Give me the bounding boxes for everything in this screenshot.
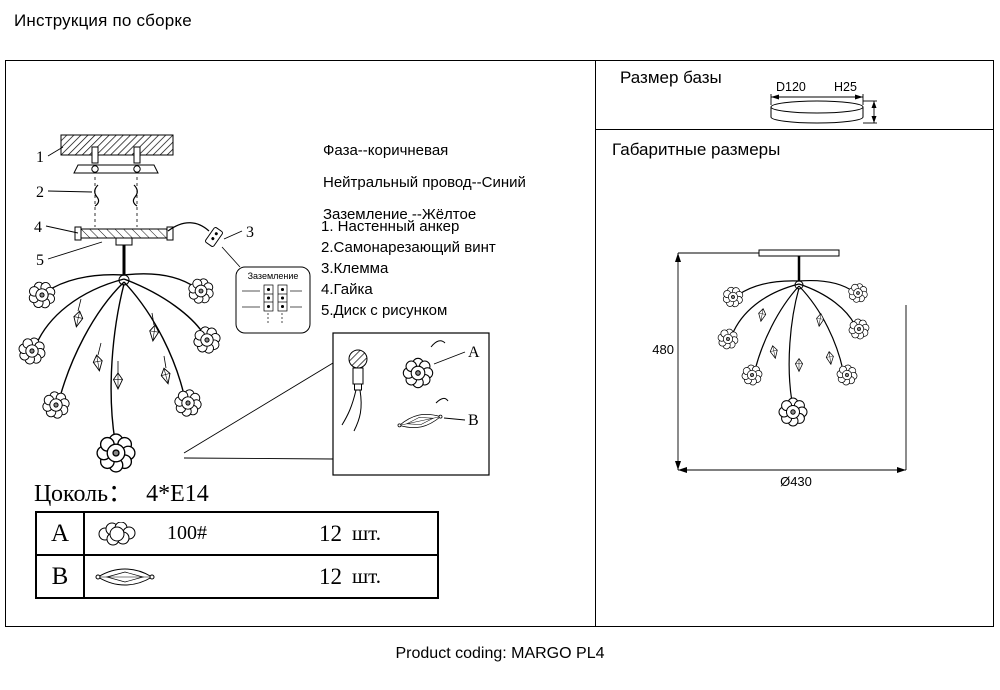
product-coding: Product coding: MARGO PL4 (395, 645, 605, 662)
row-b-letter: B (35, 554, 85, 599)
wiring-legend: Фаза--коричневая Нейтральный провод--Син… (323, 135, 526, 231)
ground-terminal-inset: Заземление (235, 266, 311, 334)
parts-list: 1. Настенный анкер 2.Самонарезающий винт… (321, 216, 496, 321)
overall-size-panel: Габаритные размеры 480 Ø430 (595, 129, 994, 627)
row-b-unit: шт. (352, 564, 382, 588)
parts-list-item-5: 5.Диск с рисунком (321, 302, 448, 319)
terminal-drawing (167, 222, 241, 268)
callout-leader-lines (45, 146, 243, 260)
overall-dimension-arrows (675, 253, 906, 473)
detail-inset: A B (183, 332, 490, 476)
callout-5: 5 (36, 252, 44, 269)
overall-dimension-lines (677, 252, 907, 471)
assembly-panel: 1 2 4 5 3 Заземление (5, 60, 598, 627)
parts-list-item-1: 1. Настенный анкер (321, 218, 460, 235)
flower-shade-icon (95, 521, 167, 546)
row-a-letter: A (35, 511, 85, 556)
callout-2: 2 (36, 184, 44, 201)
parts-list-item-3: 3.Клемма (321, 260, 389, 277)
overall-diameter-label: Ø430 (780, 474, 812, 489)
detail-label-a: A (468, 344, 480, 361)
table-row-b: B (35, 554, 439, 599)
base-size-panel: Размер базы D120 H25 (595, 60, 994, 132)
base-size-title: Размер базы (620, 68, 722, 87)
flower-shade-icon (402, 357, 434, 389)
ceiling-drawing (60, 134, 174, 174)
chandelier-overview-drawing (715, 249, 872, 427)
parts-table: A (35, 511, 439, 599)
socket-spec-label: Цоколь： (34, 481, 133, 507)
base-size-diagram: D120 H25 (770, 80, 877, 124)
base-height-label: H25 (834, 80, 857, 94)
socket-spec: Цоколь： 4*E14 (34, 473, 209, 508)
callout-3: 3 (246, 224, 254, 241)
socket-spec-value: 4*E14 (146, 481, 209, 507)
ground-inset-label: Заземление (248, 271, 299, 281)
canopy-drawing (74, 226, 174, 246)
callout-4: 4 (34, 219, 42, 236)
alignment-guides (94, 177, 138, 227)
callout-1: 1 (36, 149, 44, 166)
overall-size-diagram: 480 Ø430 (652, 249, 907, 489)
hook-b-drawing (435, 397, 449, 404)
detail-label-b: B (468, 412, 479, 429)
leaf-crystal-icon (95, 567, 167, 587)
crystal-pendant-icons (71, 309, 173, 390)
table-row-a: A (35, 511, 439, 556)
screws-drawing (94, 184, 138, 207)
overall-height-label: 480 (652, 342, 674, 357)
wiring-neutral: Нейтральный провод--Синий (323, 174, 526, 191)
page-title: Инструкция по сборке (14, 11, 192, 30)
row-a-spec: 100# (167, 522, 207, 544)
assembly-diagram: 1 2 4 5 3 Заземление (15, 134, 490, 476)
parts-list-item-4: 4.Гайка (321, 281, 373, 298)
base-dimension-arrows (771, 94, 877, 123)
socket-drawing (341, 349, 368, 432)
row-a-unit: шт. (352, 521, 382, 545)
base-diameter-label: D120 (776, 80, 806, 94)
row-a-qty: 12 (319, 520, 342, 546)
parts-list-item-2: 2.Самонарезающий винт (321, 239, 496, 256)
wiring-phase: Фаза--коричневая (323, 142, 449, 159)
hook-a-drawing (430, 340, 446, 348)
row-b-qty: 12 (319, 563, 342, 589)
base-disc-drawing (770, 100, 864, 124)
overall-size-title: Габаритные размеры (612, 140, 781, 159)
wiring-ground: Заземление --Жёлтое (323, 206, 477, 223)
